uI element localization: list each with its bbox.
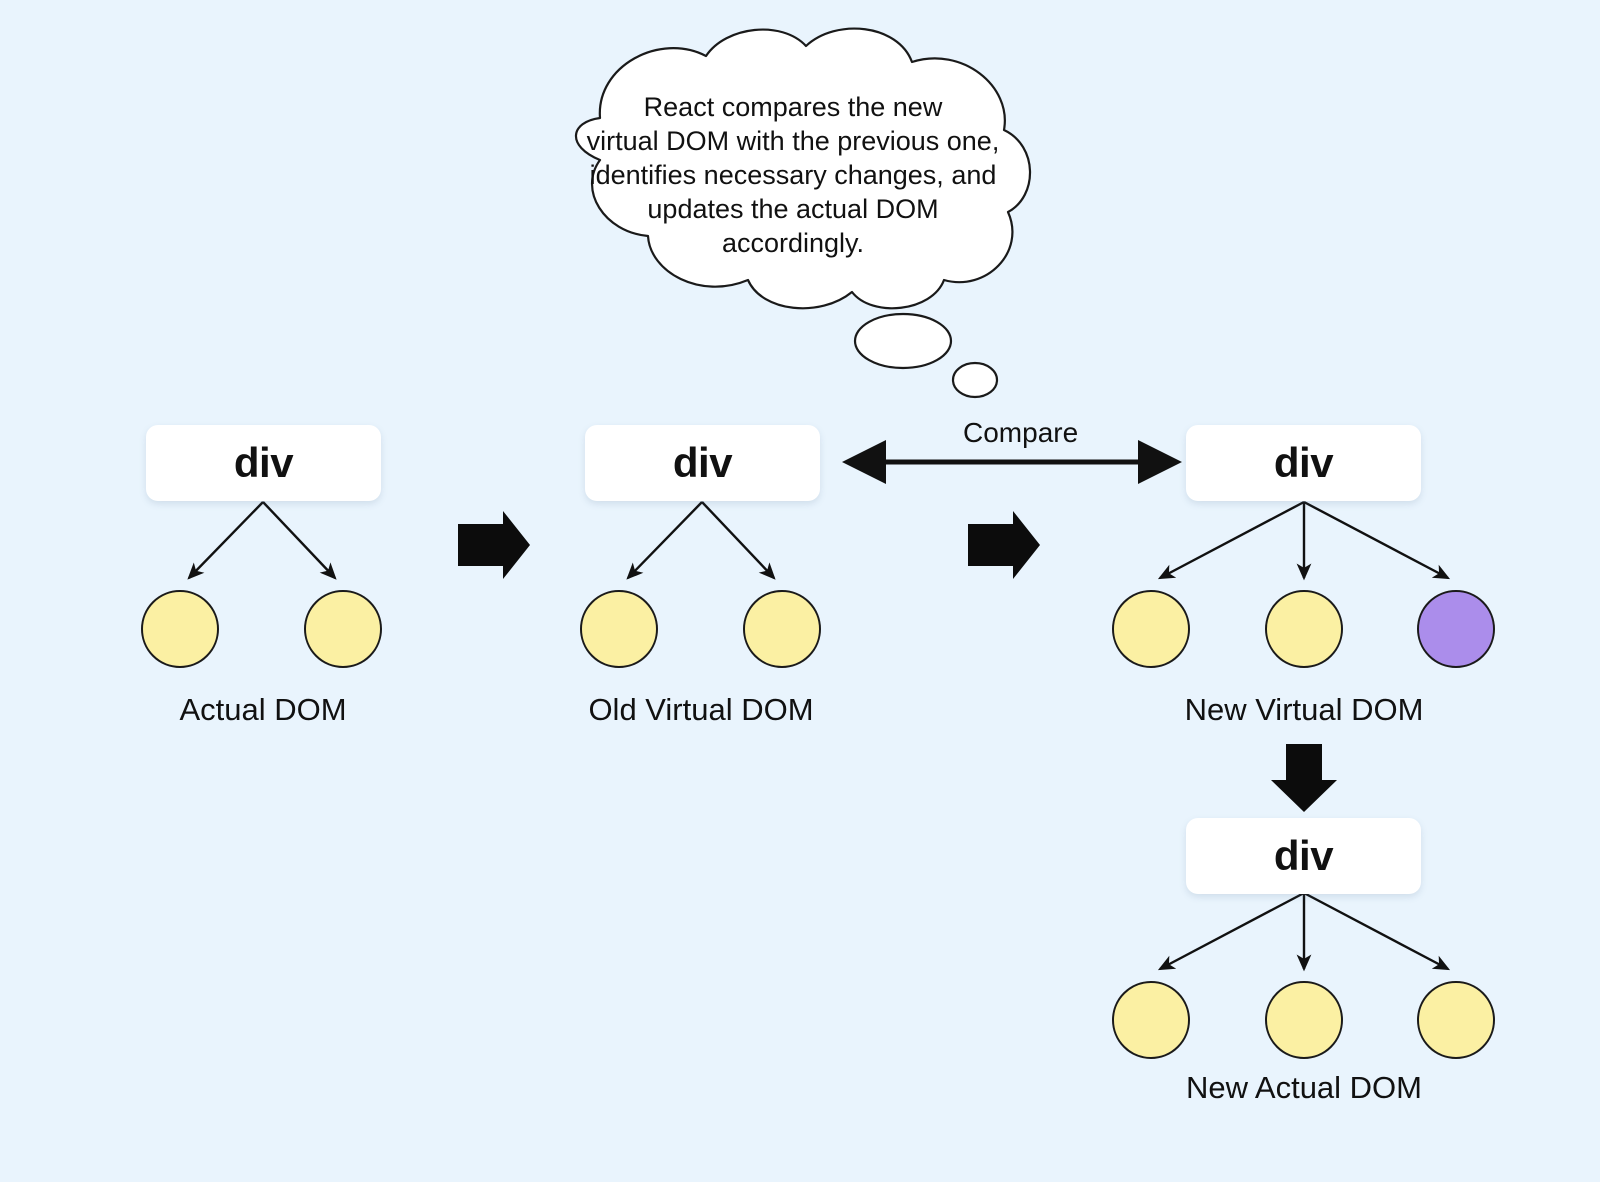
thought-bubble-tail-large <box>853 312 953 370</box>
leaf-yellow <box>580 590 658 668</box>
thought-bubble-tail-small <box>951 361 999 399</box>
tree-edges-new-actual-dom <box>1157 891 1451 972</box>
root-box-new-actual-dom: div <box>1186 818 1421 894</box>
compare-arrow <box>842 440 1182 484</box>
leaf-purple <box>1417 590 1495 668</box>
arrow-new-virtual-to-new-actual <box>1271 744 1337 812</box>
caption-new-virtual-dom: New Virtual DOM <box>1184 692 1424 727</box>
thought-bubble-line-4: updates the actual DOM <box>647 194 939 224</box>
compare-label: Compare <box>963 417 1079 448</box>
thought-bubble-line-1: React compares the new <box>643 92 943 122</box>
tree-edges-new-virtual-dom <box>1157 500 1451 581</box>
thought-bubble-line-2: virtual DOM with the previous one, <box>586 126 1000 156</box>
root-box-new-virtual-dom: div <box>1186 425 1421 501</box>
thought-bubble-line-3: identifies necessary changes, and <box>589 160 997 190</box>
leaf-yellow <box>743 590 821 668</box>
leaf-yellow <box>1265 590 1343 668</box>
leaf-yellow <box>1112 590 1190 668</box>
leaf-yellow <box>141 590 219 668</box>
arrow-old-to-new-virtual <box>968 511 1040 579</box>
tree-edges-actual-dom <box>187 501 337 580</box>
thought-bubble-text: React compares the new virtual DOM with … <box>573 90 1013 260</box>
thought-bubble-line-5: accordingly. <box>721 228 865 258</box>
leaf-yellow <box>1112 981 1190 1059</box>
leaf-yellow <box>304 590 382 668</box>
thought-bubble-shape <box>574 27 1032 310</box>
root-box-old-virtual-dom: div <box>585 425 820 501</box>
root-box-actual-dom: div <box>146 425 381 501</box>
arrow-actual-to-old-virtual <box>458 511 530 579</box>
caption-old-virtual-dom: Old Virtual DOM <box>588 692 814 727</box>
caption-actual-dom: Actual DOM <box>179 692 347 727</box>
leaf-yellow <box>1417 981 1495 1059</box>
tree-edges-old-virtual-dom <box>626 501 776 580</box>
leaf-yellow <box>1265 981 1343 1059</box>
caption-new-actual-dom: New Actual DOM <box>1185 1070 1422 1105</box>
